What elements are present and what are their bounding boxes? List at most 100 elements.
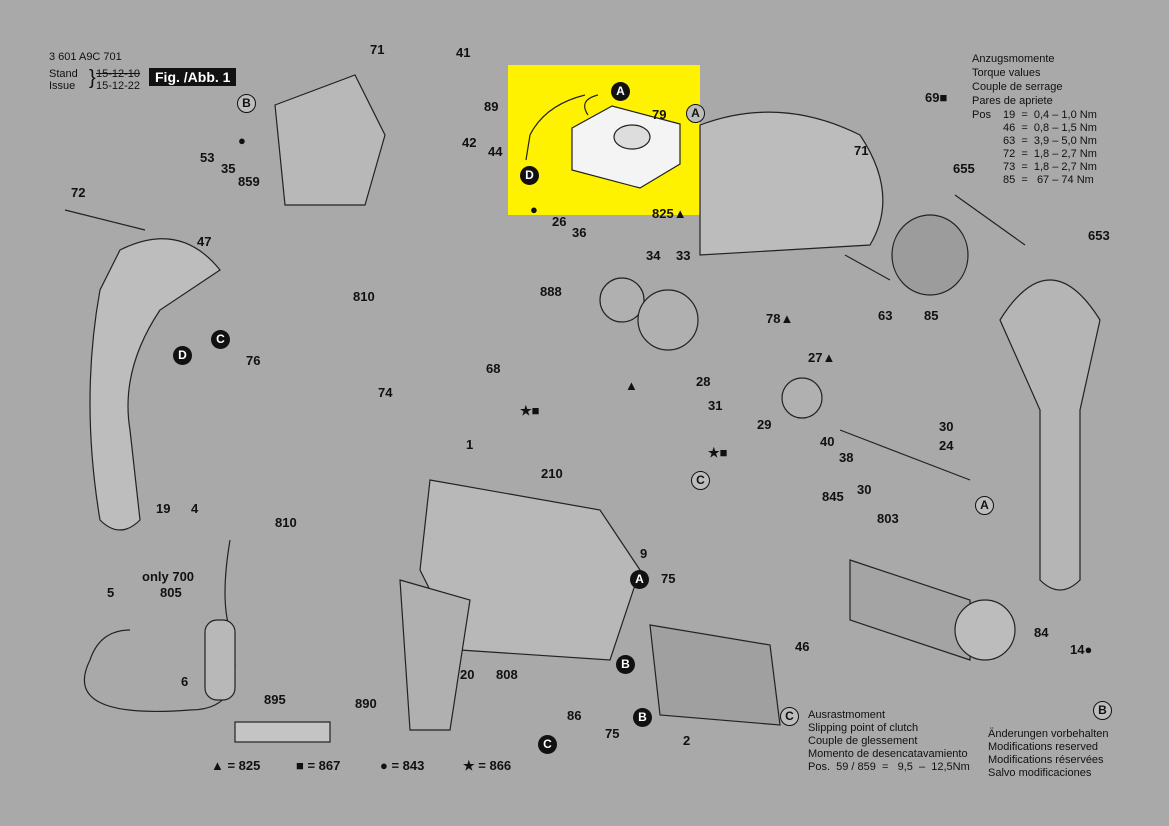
- callout: 2: [683, 733, 691, 748]
- callout: 27▲: [808, 350, 836, 365]
- new-date: 15-12-22: [96, 80, 141, 92]
- part-79-dial: [613, 124, 651, 150]
- part-653-aux-handle: [999, 279, 1101, 591]
- callout: 653: [1088, 228, 1110, 243]
- marker: ★■: [520, 403, 540, 418]
- part-5-cord: [83, 539, 236, 713]
- clutch-line: Couple de glessement: [808, 735, 918, 747]
- part-79-wire: [525, 94, 599, 161]
- part-895-tube: [234, 721, 331, 743]
- modifications-line: Modifications réservées: [988, 754, 1104, 766]
- callout: 4: [191, 501, 199, 516]
- legend-item: ■ = 867: [296, 758, 341, 773]
- ref-letter-b: B: [616, 655, 635, 674]
- callout: 19: [156, 501, 171, 516]
- ref-letter-c: C: [780, 707, 799, 726]
- callout: 1: [466, 437, 474, 452]
- callout: 30: [857, 482, 872, 497]
- torque-row: 46 = 0,8 – 1,5 Nm: [1003, 122, 1097, 134]
- torque-row: 63 = 3,9 – 5,0 Nm: [1003, 135, 1097, 147]
- part-1-motor-housing: [419, 479, 641, 661]
- ref-letter-b: B: [1093, 701, 1112, 720]
- clutch-line: Momento de desencatavamiento: [808, 748, 968, 760]
- callout: 14●: [1070, 642, 1093, 657]
- issue-label: Issue: [49, 80, 76, 92]
- callout: 210: [541, 466, 563, 481]
- callout: 72: [71, 185, 86, 200]
- torque-row: 85 = 67 – 74 Nm: [1003, 174, 1094, 186]
- ref-letter-d: D: [173, 346, 192, 365]
- torque-row: 73 = 1,8 – 2,7 Nm: [1003, 161, 1097, 173]
- old-date: 15-12-10: [96, 68, 141, 80]
- callout: 33: [676, 248, 691, 263]
- callout: 75: [661, 571, 676, 586]
- marker: ●: [238, 133, 246, 148]
- part-24-spindle: [839, 429, 971, 481]
- callout: 888: [540, 284, 562, 299]
- legend-item: ★ = 866: [463, 758, 512, 773]
- callout: 810: [353, 289, 375, 304]
- stand-label: Stand: [49, 68, 78, 80]
- callout: 805: [160, 585, 182, 600]
- callout: 79: [652, 107, 667, 122]
- callout: 9: [640, 546, 648, 561]
- ref-letter-b: B: [237, 94, 256, 113]
- callout: 810: [275, 515, 297, 530]
- clutch-line: Slipping point of clutch: [808, 722, 919, 734]
- part-housing: [274, 74, 386, 206]
- marker: ★■: [708, 445, 728, 460]
- callout: 31: [708, 398, 723, 413]
- callout: 76: [246, 353, 261, 368]
- ref-letter-a: A: [611, 82, 630, 101]
- part-fan: [954, 599, 1016, 661]
- part-2-stator: [649, 624, 781, 726]
- part-27-bearing: [781, 377, 823, 419]
- part-20-handle: [399, 579, 471, 731]
- torque-row: 72 = 1,8 – 2,7 Nm: [1003, 148, 1097, 160]
- clutch-line: Ausrastmoment: [808, 709, 886, 721]
- callout: 803: [877, 511, 899, 526]
- callout: 34: [646, 248, 661, 263]
- modifications-line: Änderungen vorbehalten: [988, 728, 1109, 740]
- ref-letter-a: A: [975, 496, 994, 515]
- ref-letter-a: A: [686, 104, 705, 123]
- callout: 68: [486, 361, 501, 376]
- part-front-housing: [699, 111, 884, 256]
- callout: 895: [264, 692, 286, 707]
- ref-letter-c: C: [538, 735, 557, 754]
- callout: 84: [1034, 625, 1049, 640]
- callout: 29: [757, 417, 772, 432]
- callout: 859: [238, 174, 260, 189]
- ref-letter-c: C: [211, 330, 230, 349]
- figure-label: Fig. /Abb. 1: [149, 68, 237, 86]
- callout: 40: [820, 434, 835, 449]
- callout: 825▲: [652, 206, 687, 221]
- callout: 47: [197, 234, 212, 249]
- callout: 63: [878, 308, 893, 323]
- part-number: 3 601 A9C 701: [49, 51, 122, 63]
- callout: 74: [378, 385, 393, 400]
- callout: 6: [181, 674, 189, 689]
- modifications-line: Salvo modificaciones: [988, 767, 1092, 779]
- callout: 24: [939, 438, 954, 453]
- legend-item: ▲ = 825: [211, 758, 261, 773]
- clutch-line: Pos. 59 / 859 = 9,5 – 12,5Nm: [808, 761, 970, 773]
- part-803-armature: [849, 559, 971, 661]
- callout: 20: [460, 667, 475, 682]
- callout: 845: [822, 489, 844, 504]
- callout: 655: [953, 161, 975, 176]
- callout: 38: [839, 450, 854, 465]
- callout: 78▲: [766, 311, 794, 326]
- torque-heading-de: Anzugsmomente: [972, 53, 1055, 65]
- part-63-screw: [844, 254, 891, 281]
- marker: ▲: [625, 378, 638, 393]
- callout: 808: [496, 667, 518, 682]
- callout: 28: [696, 374, 711, 389]
- callout: only 700: [142, 569, 195, 584]
- callout: 86: [567, 708, 582, 723]
- marker: ●: [530, 202, 538, 217]
- part-72-screw: [64, 209, 146, 231]
- part-85-chuck: [891, 214, 969, 296]
- callout: 71: [854, 143, 869, 158]
- callout: 89: [484, 99, 499, 114]
